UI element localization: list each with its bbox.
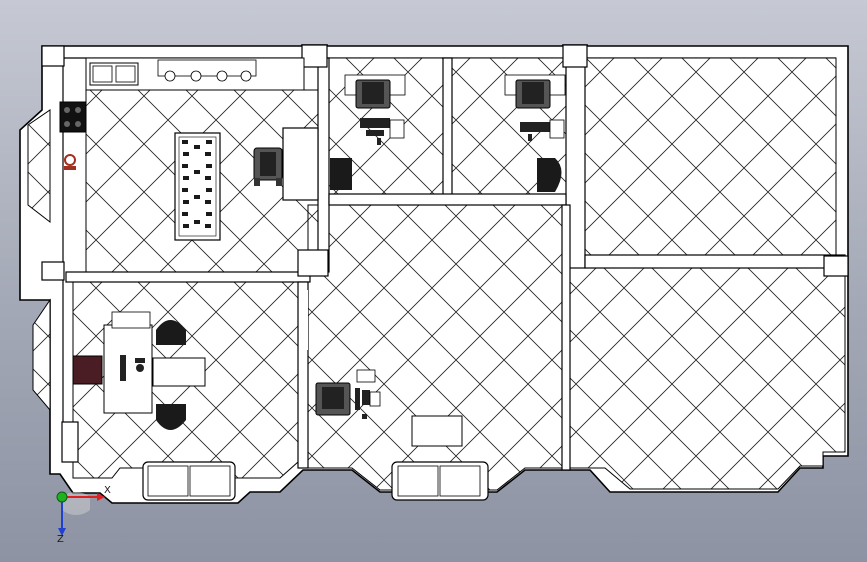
coordinate-triad: X Z — [56, 485, 111, 545]
lounge-furniture[interactable] — [72, 311, 206, 430]
armchair-office-2 — [537, 158, 562, 192]
armchair-lounge-top — [156, 320, 186, 345]
office-chair-kitchen[interactable] — [253, 147, 283, 186]
wall-clock-icon — [64, 154, 76, 170]
x-axis-label: X — [104, 485, 111, 496]
armchair-lounge-bottom — [156, 404, 186, 430]
floor-tiles — [27, 57, 846, 491]
meeting-chairs[interactable] — [182, 140, 212, 228]
z-axis-label: Z — [57, 534, 64, 545]
floor-bay-left[interactable] — [27, 109, 51, 224]
executive-chair — [72, 355, 103, 385]
hall-furniture[interactable] — [315, 369, 463, 447]
door-openings — [300, 290, 308, 350]
armchair-office-1 — [330, 158, 352, 190]
sofa-hall[interactable] — [391, 461, 489, 501]
kitchen-counter[interactable] — [85, 57, 305, 91]
sofa-lounge[interactable] — [142, 461, 236, 501]
floor-bay-lounge[interactable] — [32, 298, 51, 412]
floor-storage-upper[interactable] — [584, 57, 837, 256]
office-1-furniture[interactable] — [330, 74, 406, 190]
stove[interactable] — [59, 101, 87, 133]
interior-walls — [41, 44, 849, 471]
office-2-furniture[interactable] — [504, 74, 566, 192]
desk-kitchen[interactable] — [282, 127, 319, 201]
z-axis-icon — [56, 491, 68, 503]
floor-hall[interactable] — [307, 204, 571, 491]
floor-storage-lower[interactable] — [569, 267, 846, 490]
